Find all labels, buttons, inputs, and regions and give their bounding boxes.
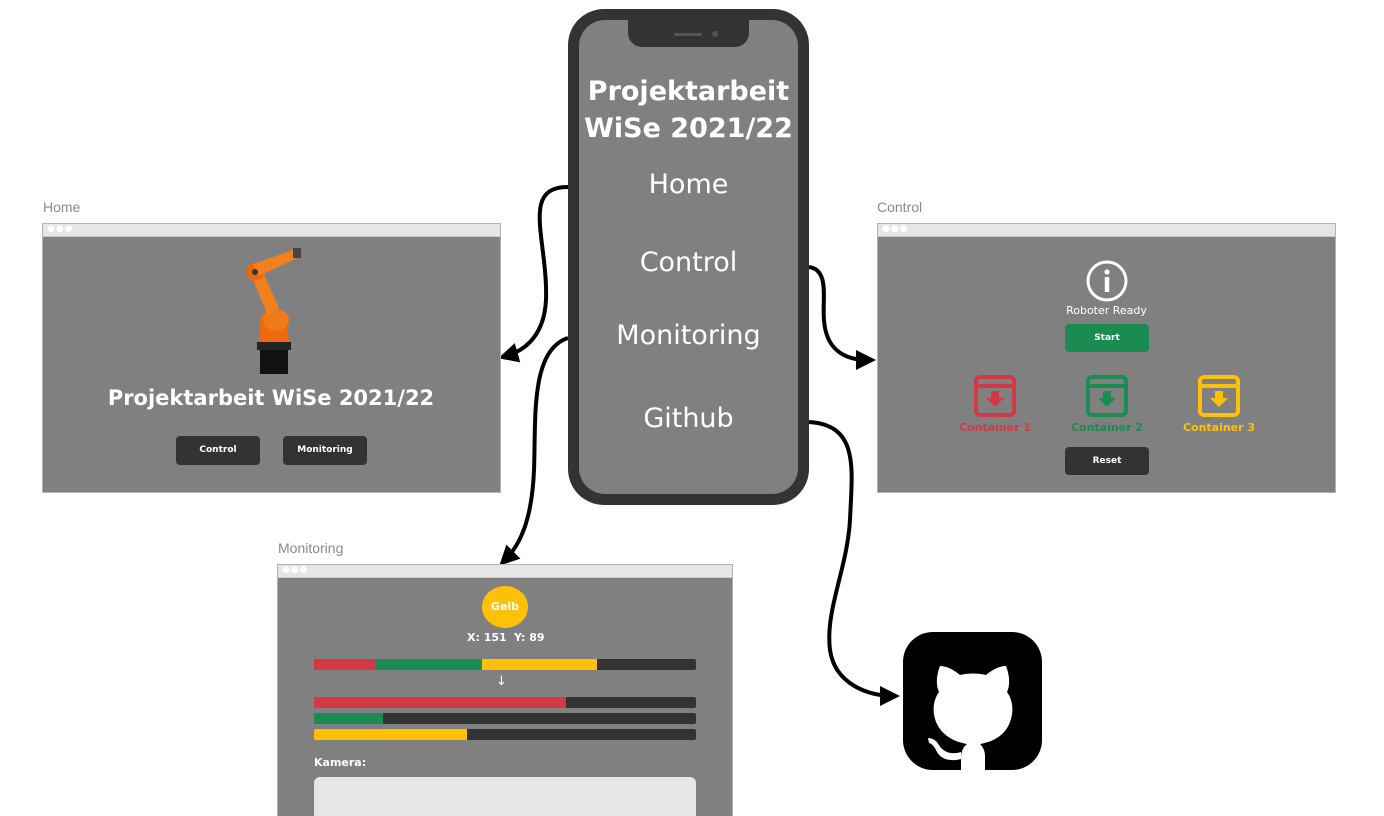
arrow-to-monitoring [499,336,569,566]
camera-label: Kamera: [314,756,367,769]
home-frame-label: Home [43,199,81,215]
down-arrow-icon: ↓ [496,674,507,689]
arrow-to-control [808,265,876,370]
window-dots-icon: ●●● [882,224,909,234]
home-monitoring-button[interactable]: Monitoring [283,436,367,465]
phone-camera [712,31,718,37]
camera-feed [314,777,696,816]
distribution-segment-3 [482,659,597,670]
robot-status-text: Roboter Ready [1066,304,1147,317]
monitoring-browser-frame: ●●● Gelb X: 151 Y: 89 ↓ Kamera: [277,564,733,816]
window-dots-icon: ●●● [282,565,309,575]
github-icon[interactable] [903,632,1042,770]
arrow-to-home [498,185,569,363]
control-browser-frame: ●●● Roboter Ready Start Container 1 Cont… [877,223,1336,493]
detected-color-badge: Gelb [482,586,528,628]
robot-arm-image [246,248,301,374]
green-fill [314,713,383,724]
color-distribution-bar [314,659,696,670]
reset-button[interactable]: Reset [1065,447,1149,475]
start-button[interactable]: Start [1065,324,1149,352]
home-browser-frame: ●●● Projektarbeit WiSe 2021/22 Control M… [42,223,501,493]
container-3-icon [1198,375,1240,417]
distribution-segment-1 [314,659,376,670]
yellow-fill-bar [314,729,696,740]
home-control-button[interactable]: Control [176,436,260,465]
browser-bar: ●●● [278,565,732,578]
control-frame-label: Control [877,199,923,215]
red-fill-bar [314,697,696,708]
phone-speaker [674,33,702,36]
browser-bar: ●●● [878,224,1335,237]
container-3-label: Container 3 [1182,421,1256,434]
container-1-icon [974,375,1016,417]
arrow-to-github [808,420,900,706]
container-2-icon [1086,375,1128,417]
green-fill-bar [314,713,696,724]
phone-mockup: Projektarbeit WiSe 2021/22 Home Control … [568,9,809,505]
monitoring-frame-label: Monitoring [278,540,344,556]
info-icon [1086,260,1128,302]
phone-menu-github[interactable]: Github [643,403,734,434]
home-title: Projektarbeit WiSe 2021/22 [107,386,435,410]
browser-bar: ●●● [43,224,500,237]
window-dots-icon: ●●● [47,224,74,234]
yellow-fill [314,729,467,740]
phone-title-line2: WiSe 2021/22 [584,113,793,144]
phone-menu-home[interactable]: Home [648,169,729,200]
phone-title-line1: Projektarbeit [587,76,790,107]
phone-screen [579,20,798,494]
container-2-label: Container 2 [1070,421,1144,434]
red-fill [314,697,567,708]
phone-menu-monitoring[interactable]: Monitoring [616,320,761,351]
y-coordinate-text: Y: 89 [514,631,545,644]
container-1-label: Container 1 [958,421,1032,434]
x-coordinate-text: X: 151 [467,631,507,644]
distribution-segment-2 [375,659,483,670]
phone-menu-control[interactable]: Control [639,247,738,278]
